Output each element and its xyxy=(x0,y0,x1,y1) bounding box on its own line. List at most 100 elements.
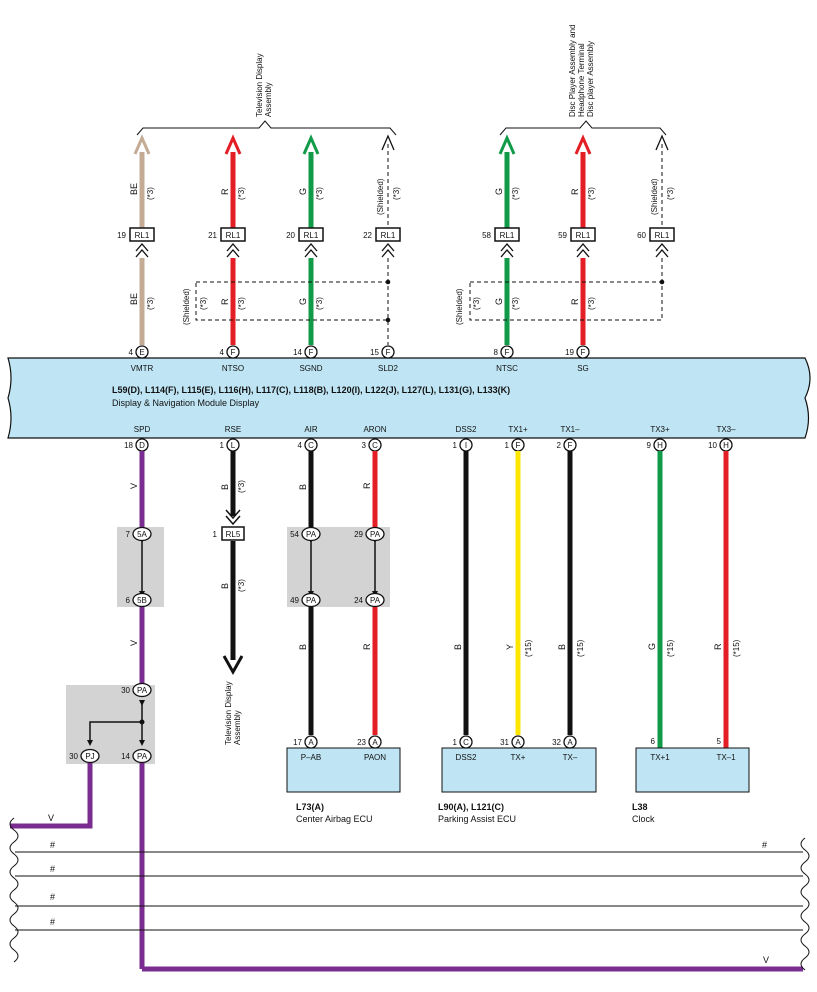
top-wire-shield-6: (Shielded) xyxy=(650,178,659,215)
module-name: Display & Navigation Module Display xyxy=(112,398,260,408)
ecu-0-pin-signal-1: PAON xyxy=(364,753,386,762)
wire-tx1m-note: (*15) xyxy=(576,639,585,657)
hash-mark-1: # xyxy=(50,840,55,850)
rl-box-1 xyxy=(220,227,246,242)
ecu-clock: L38 Clock xyxy=(632,747,750,824)
rl-pin-6: 60 xyxy=(637,231,646,240)
wire-aron-color: R xyxy=(362,482,372,489)
junction-j5a: 5A 7 xyxy=(126,526,152,542)
rl-name-0: RL1 xyxy=(135,231,150,240)
bottom-pin-signal-3: ARON xyxy=(363,425,386,434)
junction-name-j5a: 5A xyxy=(137,530,147,539)
junction-pa49: PA 49 xyxy=(290,592,321,608)
ecu-1-pin-num-2: 32 xyxy=(552,738,561,747)
junction-pin-j5a: 7 xyxy=(126,530,131,539)
junction-name-j5b: 5B xyxy=(137,596,147,605)
top-pin-circle-1 xyxy=(226,345,240,359)
bottom-pin-signal-2: AIR xyxy=(304,425,318,434)
ecu-parking-name: Parking Assist ECU xyxy=(438,814,516,824)
ecu-0-pin-conn-0: A xyxy=(308,738,314,747)
wire-spd: V V V xyxy=(129,451,803,972)
ecu-center-airbag: L73(A) Center Airbag ECU xyxy=(286,747,401,824)
top-pin-num-0: 4 xyxy=(129,348,134,357)
rl-pin-4: 58 xyxy=(482,231,491,240)
rl-pin-1: 21 xyxy=(208,231,217,240)
ecu-0-pin-num-1: 23 xyxy=(357,738,366,747)
wire-tx1p-note: (*15) xyxy=(524,639,533,657)
shield-left-text: (Shielded) xyxy=(182,288,191,325)
ecu-pins: A17P–ABA23PAONC1DSS2A31TX+A32TX–6TX+15TX… xyxy=(293,735,736,762)
junction-name-pa24: PA xyxy=(370,596,381,605)
bottom-pin-num-7: 9 xyxy=(647,441,652,450)
ecu-2-pin-1: 5TX–1 xyxy=(716,737,736,762)
rl-name-4: RL1 xyxy=(500,231,515,240)
top-wire-lower-note-2: (*3) xyxy=(315,297,324,310)
rl-name-3: RL1 xyxy=(381,231,396,240)
rl-pin-3: 22 xyxy=(363,231,372,240)
top-wire-6: RL1 60 (Shielded) (*3) xyxy=(637,134,675,282)
ecu-2-pin-0: 6TX+1 xyxy=(650,737,670,762)
rl-pin-5: 59 xyxy=(558,231,567,240)
wire-aron-lower-color: R xyxy=(362,643,372,650)
shield-right-note: (*3) xyxy=(472,297,481,310)
junction-name-pa49: PA xyxy=(306,596,317,605)
top-wire-note-1: (*3) xyxy=(237,187,246,200)
top-pin-conn-5: F xyxy=(581,348,586,357)
top-pin-num-2: 14 xyxy=(293,348,302,357)
junction-pin-pa54: 54 xyxy=(290,530,299,539)
bottom-pin-num-6: 2 xyxy=(557,441,562,450)
bottom-pin-signal-8: TX3– xyxy=(716,425,736,434)
top-group-tv-label-2: Assembly xyxy=(264,82,273,117)
wire-spd-lower-color: V xyxy=(129,640,139,646)
top-pin-conn-2: F xyxy=(309,348,314,357)
wire-aron: R R xyxy=(362,451,378,735)
top-wire-shield-3: (Shielded) xyxy=(376,178,385,215)
top-wire-lower-color-2: G xyxy=(298,298,308,305)
rl-name-6: RL1 xyxy=(655,231,670,240)
bottom-pin-signal-1: RSE xyxy=(225,425,241,434)
top-wire-note-4: (*3) xyxy=(511,187,520,200)
top-wire-note-6: (*3) xyxy=(666,187,675,200)
rse-dest-line-1: Television Display xyxy=(224,681,233,745)
junction-oval-pa29 xyxy=(365,526,385,542)
junction-pin-pa49: 49 xyxy=(290,596,299,605)
junction-name-pj30: PJ xyxy=(85,752,94,761)
bottom-pin-conn-1: L xyxy=(231,441,236,450)
shield-left-note: (*3) xyxy=(199,297,208,310)
top-group-disc-bracket: Disc Player Assembly and Headphone Termi… xyxy=(499,25,667,136)
top-wire-note-0: (*3) xyxy=(146,187,155,200)
ecu-2-pin-signal-1: TX–1 xyxy=(716,753,736,762)
ecu-1-pin-signal-1: TX+ xyxy=(511,753,526,762)
ecu-1-pin-circle-1 xyxy=(511,735,525,749)
ecu-0-pin-num-0: 17 xyxy=(293,738,302,747)
wire-dss2: B xyxy=(453,451,469,735)
ecu-0-pin-conn-1: A xyxy=(372,738,378,747)
bottom-pin-conn-0: D xyxy=(139,441,145,450)
top-pin-num-5: 19 xyxy=(565,348,574,357)
wire-dss2-color: B xyxy=(453,644,463,650)
top-wire-chev2-1 xyxy=(226,249,240,258)
bottom-pin-num-4: 1 xyxy=(453,441,458,450)
rl-box-5 xyxy=(570,227,596,242)
rl5-name: RL5 xyxy=(226,530,241,539)
wire-tx1m: B (*15) xyxy=(557,451,585,735)
top-wire-chev2-4 xyxy=(500,249,514,258)
ecu-1-pin-num-1: 31 xyxy=(500,738,509,747)
ecu-1-pin-circle-2 xyxy=(563,735,577,749)
rl-box-0 xyxy=(129,227,155,242)
ecu-airbag-id: L73(A) xyxy=(296,802,324,812)
top-wire-note-5: (*3) xyxy=(587,187,596,200)
